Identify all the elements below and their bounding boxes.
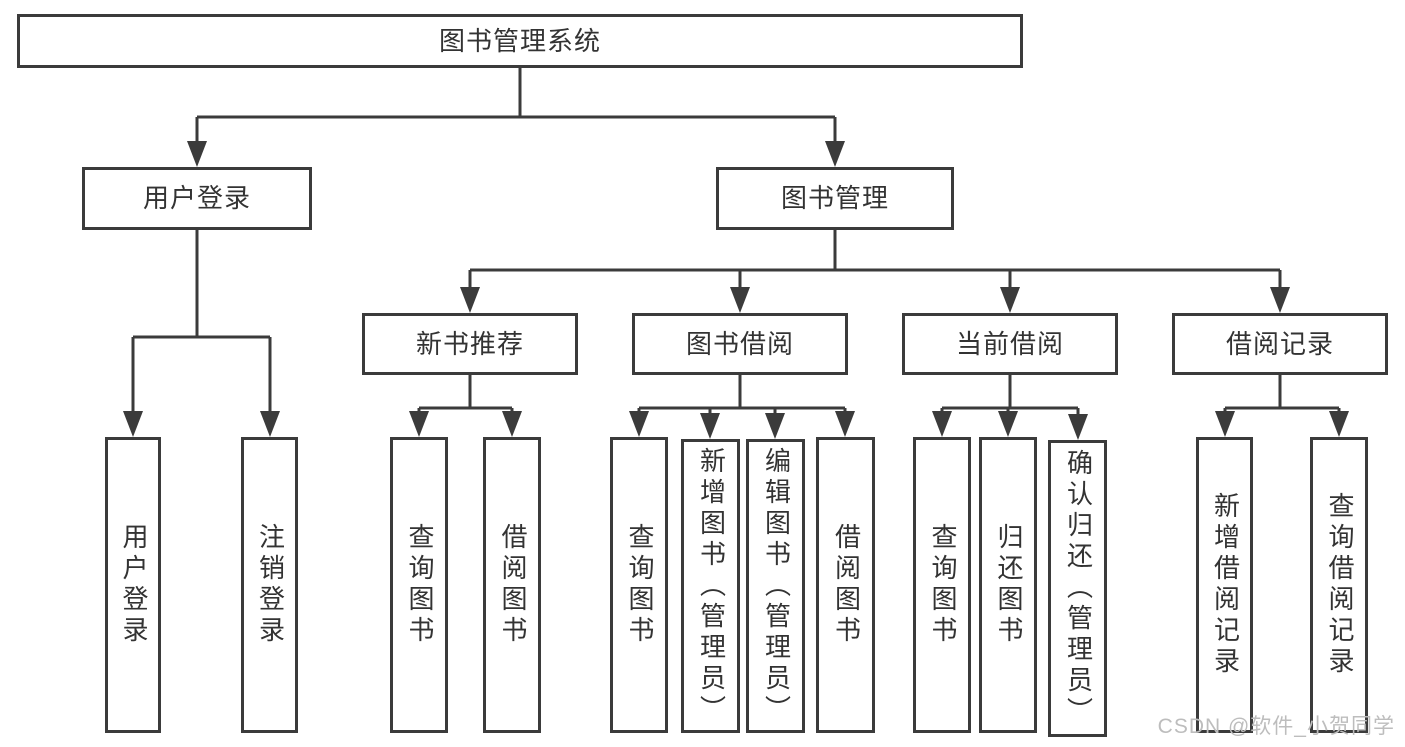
leaf-nb-query-books-label: 查询图书	[404, 523, 435, 647]
watermark: CSDN @软件_小贺同学	[1157, 715, 1395, 738]
node-root: 图书管理系统	[17, 14, 1023, 68]
leaf-nb-borrow-books: 借阅图书	[483, 437, 541, 733]
leaf-bb-query-books-label: 查询图书	[624, 523, 655, 647]
leaf-bb-borrow-books-label: 借阅图书	[831, 523, 862, 647]
leaf-br-query-record: 查询借阅记录	[1310, 437, 1368, 733]
leaf-logout: 注销登录	[241, 437, 298, 733]
node-user-login-label: 用户登录	[142, 183, 251, 214]
leaf-bb-edit-books: 编辑图书（管理员）	[746, 439, 805, 733]
leaf-user-login: 用户登录	[105, 437, 161, 733]
leaf-nb-borrow-books-label: 借阅图书	[497, 523, 528, 647]
node-borrow-records: 借阅记录	[1172, 313, 1388, 375]
node-book-borrow: 图书借阅	[632, 313, 848, 375]
leaf-br-add-record: 新增借阅记录	[1196, 437, 1253, 733]
node-borrow-records-label: 借阅记录	[1225, 328, 1334, 359]
leaf-logout-label: 注销登录	[255, 523, 286, 647]
node-user-login: 用户登录	[82, 167, 312, 230]
node-current-borrow: 当前借阅	[902, 313, 1118, 375]
leaf-bb-query-books: 查询图书	[610, 437, 668, 733]
node-book-mgmt-label: 图书管理	[780, 183, 889, 214]
leaf-user-login-label: 用户登录	[118, 523, 149, 647]
node-root-label: 图书管理系统	[438, 25, 601, 56]
leaf-br-add-record-label: 新增借阅记录	[1210, 492, 1241, 678]
node-book-mgmt: 图书管理	[716, 167, 954, 230]
leaf-cb-query-books-label: 查询图书	[927, 523, 958, 647]
leaf-br-query-record-label: 查询借阅记录	[1324, 492, 1355, 678]
node-new-books-label: 新书推荐	[415, 328, 524, 359]
leaf-bb-add-books-label: 新增图书（管理员）	[696, 446, 727, 726]
leaf-nb-query-books: 查询图书	[390, 437, 448, 733]
leaf-bb-borrow-books: 借阅图书	[816, 437, 875, 733]
leaf-cb-confirm-return: 确认归还（管理员）	[1048, 440, 1107, 737]
node-book-borrow-label: 图书借阅	[685, 328, 794, 359]
leaf-cb-query-books: 查询图书	[913, 437, 971, 733]
leaf-cb-confirm-return-label: 确认归还（管理员）	[1063, 449, 1094, 728]
leaf-bb-add-books: 新增图书（管理员）	[681, 439, 740, 733]
leaf-cb-return-books: 归还图书	[979, 437, 1037, 733]
node-new-books: 新书推荐	[362, 313, 578, 375]
node-current-borrow-label: 当前借阅	[955, 328, 1064, 359]
leaf-cb-return-books-label: 归还图书	[993, 523, 1024, 647]
leaf-bb-edit-books-label: 编辑图书（管理员）	[761, 446, 792, 726]
